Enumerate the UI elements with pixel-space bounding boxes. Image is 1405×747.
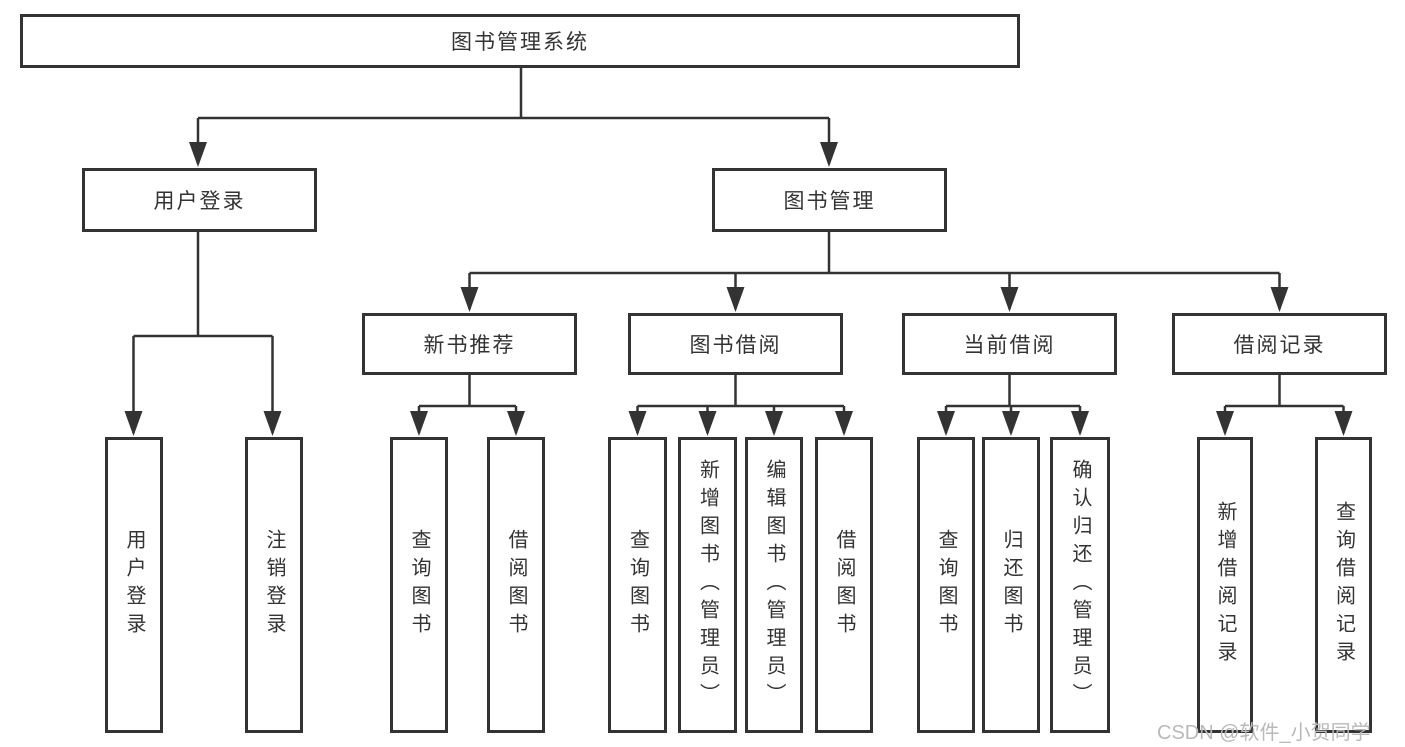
leaf-label: 借阅图书 <box>833 529 855 641</box>
leaf-label: 新增图书（管理员） <box>696 459 719 711</box>
leaf-label: 查询图书 <box>935 529 957 641</box>
leaf-label: 注销登录 <box>263 529 285 641</box>
node-label: 图书借阅 <box>689 334 782 357</box>
node-library-management-system: 图书管理系统 <box>20 14 1020 68</box>
leaf-add-borrow-record: 新增借阅记录 <box>1197 437 1253 733</box>
node-current-borrowing: 当前借阅 <box>902 313 1117 375</box>
leaf-label: 查询图书 <box>408 529 430 641</box>
node-new-book-recommend: 新书推荐 <box>362 313 577 375</box>
leaf-label: 归还图书 <box>1000 529 1022 641</box>
leaf-label: 用户登录 <box>123 529 145 641</box>
node-label: 图书管理 <box>783 190 876 213</box>
leaf-confirm-return-admin: 确认归还（管理员） <box>1050 437 1110 733</box>
leaf-return-books: 归还图书 <box>982 437 1040 733</box>
leaf-query-books-borrowing: 查询图书 <box>608 437 667 733</box>
leaf-label: 查询借阅记录 <box>1332 501 1355 669</box>
node-book-management: 图书管理 <box>712 168 947 232</box>
csdn-watermark: CSDN @软件_小贺同学 <box>1157 722 1371 744</box>
leaf-borrow-books-recommend: 借阅图书 <box>487 437 545 733</box>
node-label: 借阅记录 <box>1233 334 1326 357</box>
leaf-add-book-admin: 新增图书（管理员） <box>678 437 737 733</box>
node-borrowing-records: 借阅记录 <box>1172 313 1387 375</box>
node-label: 当前借阅 <box>963 334 1056 357</box>
leaf-query-books-current: 查询图书 <box>917 437 975 733</box>
leaf-label: 新增借阅记录 <box>1214 501 1236 669</box>
leaf-label: 查询图书 <box>626 529 649 641</box>
leaf-logout-login: 注销登录 <box>245 437 303 733</box>
leaf-label: 借阅图书 <box>505 529 527 641</box>
leaf-label: 确认归还（管理员） <box>1069 459 1091 711</box>
node-book-borrowing: 图书借阅 <box>628 313 843 375</box>
leaf-query-books-recommend: 查询图书 <box>390 437 448 733</box>
leaf-edit-book-admin: 编辑图书（管理员） <box>745 437 803 733</box>
node-label: 新书推荐 <box>423 334 516 357</box>
node-label: 图书管理系统 <box>451 31 589 54</box>
leaf-query-borrow-record: 查询借阅记录 <box>1315 437 1372 733</box>
leaf-label: 编辑图书（管理员） <box>763 459 785 711</box>
node-user-login: 用户登录 <box>82 168 317 232</box>
leaf-user-login: 用户登录 <box>105 437 163 733</box>
node-label: 用户登录 <box>153 190 246 213</box>
leaf-borrow-books: 借阅图书 <box>815 437 873 733</box>
